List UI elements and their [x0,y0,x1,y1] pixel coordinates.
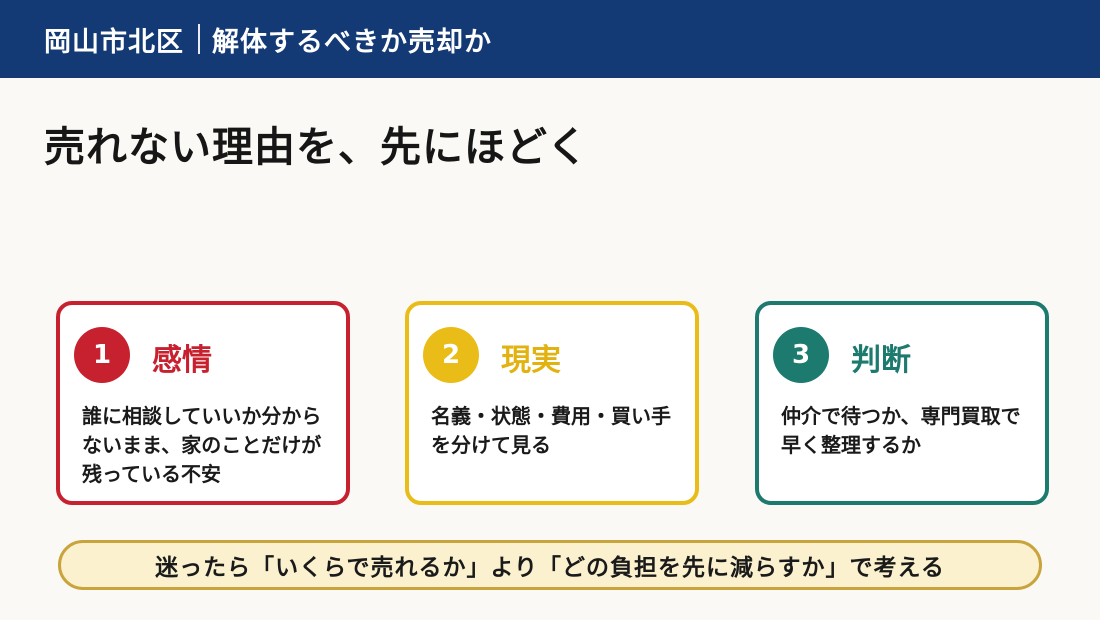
card-body: 仲介で待つか、専門買取で早く整理するか [781,404,1021,457]
card-number-badge: 1 [74,327,130,383]
card-number-badge: 3 [773,327,829,383]
header-divider [198,24,200,54]
card-number-badge: 2 [423,327,479,383]
card-decision: 3 判断 仲介で待つか、専門買取で早く整理するか [755,301,1049,505]
tip-callout: 迷ったら「いくらで売れるか」より「どの負担を先に減らすか」で考える [58,540,1042,590]
header-topic: 解体するべきか売却か [212,26,492,58]
card-body: 名義・状態・費用・買い手を分けて見る [431,404,671,457]
header-bar: 岡山市北区 解体するべきか売却か [0,0,1100,78]
card-emotion: 1 感情 誰に相談していいか分からないまま、家のことだけが残っている不安 [56,301,350,505]
card-title: 感情 [152,343,212,378]
card-title: 判断 [851,343,911,378]
page-title: 売れない理由を、先にほどく [44,123,589,171]
card-title: 現実 [501,343,561,378]
header-location: 岡山市北区 [44,26,184,58]
card-body: 誰に相談していいか分からないまま、家のことだけが残っている不安 [82,404,322,486]
card-reality: 2 現実 名義・状態・費用・買い手を分けて見る [405,301,699,505]
